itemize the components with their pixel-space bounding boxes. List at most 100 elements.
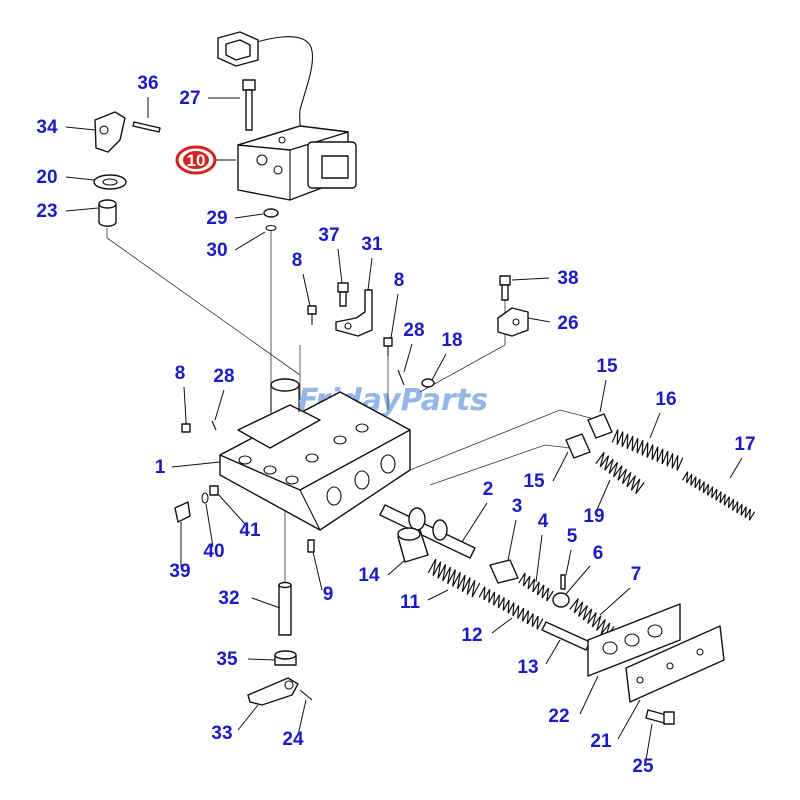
label-8a[interactable]: 8 [292, 250, 303, 271]
gasket-22-body [587, 603, 681, 677]
valve-port-4 [305, 453, 319, 463]
label-41[interactable]: 41 [239, 520, 261, 541]
leader-line-11 [427, 589, 449, 601]
label-2[interactable]: 2 [483, 479, 494, 500]
leader-line-20 [65, 176, 95, 181]
bolt-37-head [337, 282, 349, 293]
bolt-38-head [499, 275, 511, 286]
label-21[interactable]: 21 [590, 731, 612, 752]
label-8c[interactable]: 8 [394, 270, 405, 291]
label-16[interactable]: 16 [655, 389, 676, 410]
label-35[interactable]: 35 [216, 649, 238, 670]
label-14[interactable]: 14 [358, 565, 380, 586]
leader-line-15b [552, 451, 569, 482]
label-39[interactable]: 39 [169, 561, 190, 582]
label-3[interactable]: 3 [512, 496, 523, 517]
label-23[interactable]: 23 [36, 201, 57, 222]
spool-32-top [278, 581, 292, 589]
label-28b[interactable]: 28 [213, 366, 234, 387]
highlight-fill [183, 151, 209, 169]
bolt-27-head [242, 79, 256, 91]
screw-part-8a [307, 305, 317, 325]
label-37[interactable]: 37 [318, 225, 339, 246]
leader-line-29 [234, 213, 264, 219]
leader-line-38 [511, 277, 550, 281]
label-30[interactable]: 30 [206, 240, 227, 261]
oring-part-30 [265, 224, 277, 232]
label-11[interactable]: 11 [400, 592, 421, 613]
label-38[interactable]: 38 [557, 268, 578, 289]
label-26[interactable]: 26 [557, 313, 578, 334]
label-4[interactable]: 4 [538, 511, 549, 532]
leader-line-7 [599, 587, 631, 616]
label-24[interactable]: 24 [282, 729, 304, 750]
spool-2-land-1 [408, 507, 426, 531]
left-plugs [174, 485, 219, 523]
label-6[interactable]: 6 [593, 543, 604, 564]
leader-line-37 [337, 248, 343, 284]
leader-line-22 [579, 675, 599, 715]
label-1[interactable]: 1 [155, 457, 166, 478]
valve-body-plate [237, 404, 321, 449]
label-15a[interactable]: 15 [596, 356, 618, 377]
solenoid-body-top [237, 125, 349, 151]
label-13[interactable]: 13 [517, 657, 538, 678]
label-18[interactable]: 18 [441, 330, 462, 351]
label-33[interactable]: 33 [211, 723, 232, 744]
leader-line-34 [65, 126, 96, 131]
label-8b[interactable]: 8 [175, 363, 186, 384]
label-36[interactable]: 36 [137, 73, 158, 94]
assembly-line-15a [409, 409, 599, 471]
bracket-part-26 [497, 307, 529, 337]
bushing-part-23 [98, 199, 117, 227]
bushing-35-top [274, 650, 297, 660]
gasket-part-22 [587, 603, 681, 677]
solenoid-port-3 [278, 136, 286, 144]
label-5[interactable]: 5 [567, 526, 578, 547]
cover-plates [587, 603, 725, 725]
spring-part-11 [427, 558, 481, 598]
mid-parts [181, 275, 529, 433]
label-9[interactable]: 9 [323, 584, 334, 605]
leader-line-12 [491, 617, 513, 634]
label-15b[interactable]: 15 [523, 471, 545, 492]
label-29[interactable]: 29 [206, 208, 227, 229]
leader-line-15a [599, 379, 607, 413]
gasket-22-hole-2 [624, 633, 640, 647]
label-17[interactable]: 17 [734, 434, 755, 455]
label-32[interactable]: 32 [218, 588, 239, 609]
label-31[interactable]: 31 [361, 234, 383, 255]
screw-part-8c [383, 337, 393, 356]
plug-part-15b [565, 433, 591, 459]
leader-line-9 [312, 551, 323, 591]
screw-8c-head [383, 337, 393, 347]
spool-2-shaft [379, 504, 476, 559]
label-22[interactable]: 22 [548, 706, 569, 727]
label-34[interactable]: 34 [36, 117, 58, 138]
plate-21-hole-1 [636, 676, 644, 684]
label-19[interactable]: 19 [583, 506, 604, 527]
highlight-callout-10[interactable]: 10 [175, 145, 236, 175]
assembly-line-23 [106, 228, 301, 376]
label-40[interactable]: 40 [203, 541, 224, 562]
spring-part-16 [611, 429, 684, 471]
pin-part-24 [299, 689, 313, 701]
label-27[interactable]: 27 [179, 88, 200, 109]
spool-train [379, 413, 756, 651]
screw-part-8b [181, 420, 191, 433]
highlight-ring [175, 145, 217, 175]
label-25[interactable]: 25 [632, 756, 654, 777]
label-7[interactable]: 7 [631, 564, 642, 585]
solenoid-wire [239, 36, 314, 111]
leader-line-8c [390, 293, 399, 339]
screw-8a-head [307, 305, 317, 315]
label-12[interactable]: 12 [461, 625, 482, 646]
bracket-26-hole [512, 318, 520, 326]
bolt-37-shank [339, 291, 347, 307]
gasket-22-hole-1 [602, 641, 618, 655]
pin-part-36 [132, 121, 161, 133]
label-20[interactable]: 20 [36, 167, 57, 188]
label-28a[interactable]: 28 [403, 320, 424, 341]
